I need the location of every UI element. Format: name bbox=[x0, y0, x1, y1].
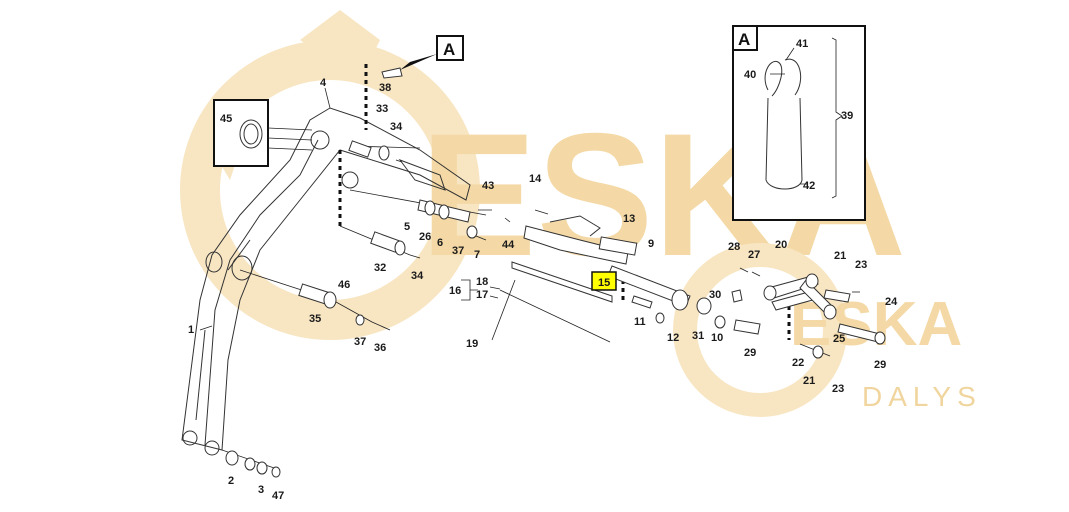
label-39: 39 bbox=[841, 110, 853, 122]
label-37-mid: 37 bbox=[452, 245, 464, 257]
label-41: 41 bbox=[796, 38, 808, 50]
label-31: 31 bbox=[692, 330, 704, 342]
label-46: 46 bbox=[338, 279, 350, 291]
watermark-sub-text: DALYS bbox=[862, 381, 982, 412]
label-24: 24 bbox=[885, 296, 898, 308]
label-21-top: 21 bbox=[834, 250, 846, 262]
label-3: 3 bbox=[258, 484, 264, 496]
label-40: 40 bbox=[744, 69, 756, 81]
label-23-top: 23 bbox=[855, 259, 867, 271]
callout-a-label: A bbox=[443, 40, 455, 59]
label-6: 6 bbox=[437, 237, 443, 249]
leader-lines bbox=[199, 87, 501, 331]
h-link-assembly bbox=[739, 267, 886, 359]
label-20: 20 bbox=[775, 239, 787, 251]
label-34-bottom: 34 bbox=[411, 270, 424, 282]
detail-a-panel: A bbox=[732, 25, 866, 221]
watermark-gear-ring bbox=[180, 40, 480, 340]
hardware-parts bbox=[221, 140, 511, 478]
label-22: 22 bbox=[792, 357, 804, 369]
label-14: 14 bbox=[529, 173, 542, 185]
dashed-guides bbox=[338, 64, 791, 340]
label-29-left: 29 bbox=[744, 347, 756, 359]
label-19: 19 bbox=[466, 338, 478, 350]
link-assembly bbox=[491, 209, 761, 343]
label-35: 35 bbox=[309, 313, 321, 325]
label-2: 2 bbox=[228, 475, 234, 487]
label-23-bottom: 23 bbox=[832, 383, 844, 395]
label-33: 33 bbox=[376, 103, 388, 115]
label-45: 45 bbox=[220, 113, 232, 125]
label-25: 25 bbox=[833, 333, 845, 345]
label-9: 9 bbox=[648, 238, 654, 250]
label-37-bottom: 37 bbox=[354, 336, 366, 348]
label-26: 26 bbox=[419, 231, 431, 243]
label-38: 38 bbox=[379, 82, 391, 94]
label-5: 5 bbox=[404, 221, 410, 233]
callout-a: A bbox=[381, 35, 464, 79]
label-44: 44 bbox=[502, 239, 515, 251]
label-10: 10 bbox=[711, 332, 723, 344]
label-34-top: 34 bbox=[390, 121, 403, 133]
label-28: 28 bbox=[728, 241, 740, 253]
label-29-right: 29 bbox=[874, 359, 886, 371]
boom bbox=[181, 107, 471, 456]
label-16: 16 bbox=[449, 285, 461, 297]
label-18: 18 bbox=[476, 276, 488, 288]
detail-box-label: A bbox=[738, 30, 750, 49]
highlight-box bbox=[591, 271, 617, 291]
label-42: 42 bbox=[803, 180, 815, 192]
detail-box-45 bbox=[213, 99, 313, 167]
label-11: 11 bbox=[634, 316, 646, 328]
label-4: 4 bbox=[320, 77, 327, 89]
label-27: 27 bbox=[748, 249, 760, 261]
label-13: 13 bbox=[623, 213, 635, 225]
label-15-highlighted: 15 bbox=[598, 277, 610, 289]
label-17: 17 bbox=[476, 289, 488, 301]
label-12: 12 bbox=[667, 332, 679, 344]
watermark-small-gear bbox=[673, 243, 847, 417]
part-labels: 1 2 3 4 5 6 7 9 10 11 12 13 14 15 16 17 … bbox=[188, 38, 898, 502]
label-43: 43 bbox=[482, 180, 494, 192]
label-7: 7 bbox=[474, 249, 480, 261]
label-1: 1 bbox=[188, 324, 194, 336]
label-36: 36 bbox=[374, 342, 386, 354]
label-21-bottom: 21 bbox=[803, 375, 815, 387]
label-30: 30 bbox=[709, 289, 721, 301]
label-47: 47 bbox=[272, 490, 284, 502]
label-32: 32 bbox=[374, 262, 386, 274]
